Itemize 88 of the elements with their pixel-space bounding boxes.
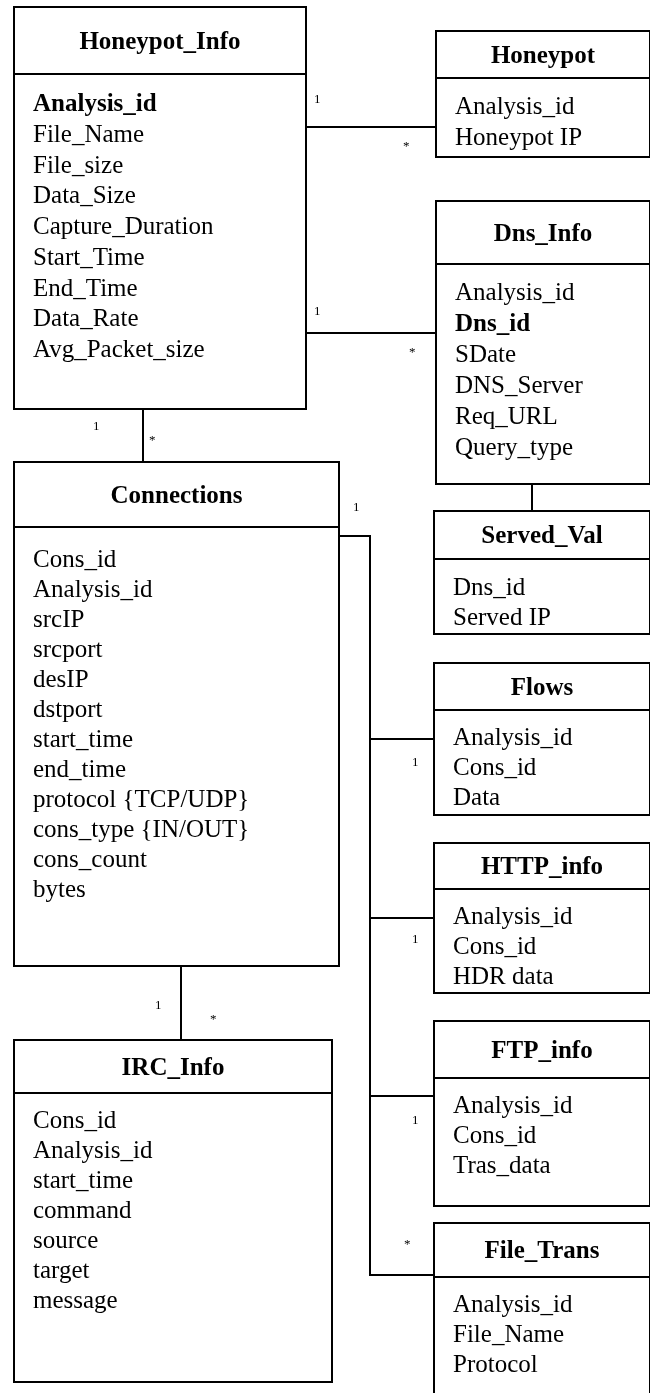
connector-line	[306, 332, 436, 334]
attribute-label: Avg_Packet_size	[33, 335, 205, 363]
attribute-label: end_time	[33, 755, 127, 783]
attribute-label: srcIP	[33, 605, 85, 633]
entity-box	[433, 1222, 650, 1393]
attribute-label: Analysis_id	[453, 1091, 573, 1119]
attribute-label: bytes	[33, 875, 86, 903]
attribute-label: Analysis_id	[33, 1136, 153, 1164]
attribute-label: Dns_id	[453, 573, 526, 601]
attribute-label: File_Name	[33, 119, 145, 148]
connector-line	[306, 126, 436, 128]
attribute-label: target	[33, 1256, 90, 1284]
entity-title: Connections	[15, 463, 338, 528]
attribute-label: Protocol	[453, 1350, 538, 1378]
attribute-label: srcport	[33, 635, 103, 663]
entity-title: Served_Val	[435, 512, 649, 560]
attribute-label: End_Time	[33, 273, 138, 302]
attribute-label: Cons_id	[453, 1121, 537, 1149]
attribute-label: Cons_id	[33, 545, 117, 573]
attribute-label: Tras_data	[453, 1151, 551, 1179]
multiplicity-label: *	[409, 345, 416, 359]
attribute-label: Cons_id	[33, 1106, 117, 1134]
attribute-label: message	[33, 1286, 118, 1314]
attribute-label: File_Name	[453, 1320, 565, 1348]
attribute-label: Capture_Duration	[33, 212, 214, 240]
entity-box	[13, 6, 307, 410]
attribute-label: Req_URL	[455, 402, 558, 430]
attribute-label: Data_Rate	[33, 304, 139, 333]
connector-line	[180, 966, 182, 1040]
entity-title: Flows	[435, 664, 649, 711]
attribute-label: Query_type	[455, 433, 574, 461]
multiplicity-label: 1	[314, 304, 321, 318]
multiplicity-label: 1	[314, 92, 321, 106]
attribute-label: start_time	[33, 725, 133, 753]
attribute-label: start_time	[33, 1166, 133, 1194]
entity-title: File_Trans	[435, 1224, 649, 1278]
multiplicity-label: 1	[93, 419, 100, 433]
attribute-label: Analysis_id	[453, 902, 573, 930]
entity-title: IRC_Info	[15, 1041, 331, 1094]
attribute-label: Dns_id	[455, 309, 531, 337]
entity-title: FTP_info	[435, 1022, 649, 1079]
multiplicity-label: 1	[353, 500, 360, 514]
attribute-label: Analysis_id	[453, 1290, 573, 1318]
attribute-label: SDate	[455, 340, 517, 368]
multiplicity-label: *	[403, 139, 410, 153]
attribute-label: protocol {TCP/UDP}	[33, 785, 250, 813]
entity-box	[433, 662, 650, 816]
attribute-label: File_size	[33, 150, 124, 179]
entity-box	[433, 842, 650, 994]
attribute-label: Analysis_id	[455, 92, 575, 120]
multiplicity-label: 1	[412, 755, 419, 769]
entity-title: Honeypot_Info	[15, 8, 305, 75]
attribute-label: desIP	[33, 665, 89, 693]
attribute-label: Analysis_id	[455, 278, 575, 306]
attribute-label: Cons_id	[453, 932, 537, 960]
entity-title: HTTP_info	[435, 844, 649, 890]
attribute-label: Data	[453, 783, 501, 811]
attribute-label: cons_count	[33, 845, 147, 873]
attribute-label: cons_type {IN/OUT}	[33, 815, 250, 843]
entity-box	[13, 461, 340, 967]
multiplicity-label: *	[404, 1237, 411, 1251]
multiplicity-label: *	[149, 433, 156, 447]
attribute-label: Cons_id	[453, 753, 537, 781]
entity-box	[433, 510, 650, 635]
attribute-label: Data_Size	[33, 181, 136, 210]
entity-box	[433, 1020, 650, 1207]
attribute-label: command	[33, 1196, 132, 1224]
attribute-label: Served IP	[453, 603, 551, 631]
multiplicity-label: 1	[412, 932, 419, 946]
entity-box	[435, 200, 650, 485]
attribute-label: dstport	[33, 695, 103, 723]
connector-line	[531, 484, 533, 511]
entity-box	[13, 1039, 333, 1383]
entity-title: Honeypot	[437, 32, 649, 79]
attribute-label: source	[33, 1226, 99, 1254]
attribute-label: Start_Time	[33, 242, 145, 271]
attribute-label: Honeypot IP	[455, 123, 583, 151]
attribute-label: Analysis_id	[33, 575, 153, 603]
attribute-label: Analysis_id	[33, 89, 157, 117]
attribute-label: HDR data	[453, 962, 554, 990]
multiplicity-label: 1	[412, 1113, 419, 1127]
multiplicity-label: 1	[155, 998, 162, 1012]
attribute-label: DNS_Server	[455, 371, 583, 399]
entity-title: Dns_Info	[437, 202, 649, 265]
multiplicity-label: *	[210, 1012, 217, 1026]
connector-line	[142, 409, 144, 462]
attribute-label: Analysis_id	[453, 723, 573, 751]
entity-box	[435, 30, 650, 158]
